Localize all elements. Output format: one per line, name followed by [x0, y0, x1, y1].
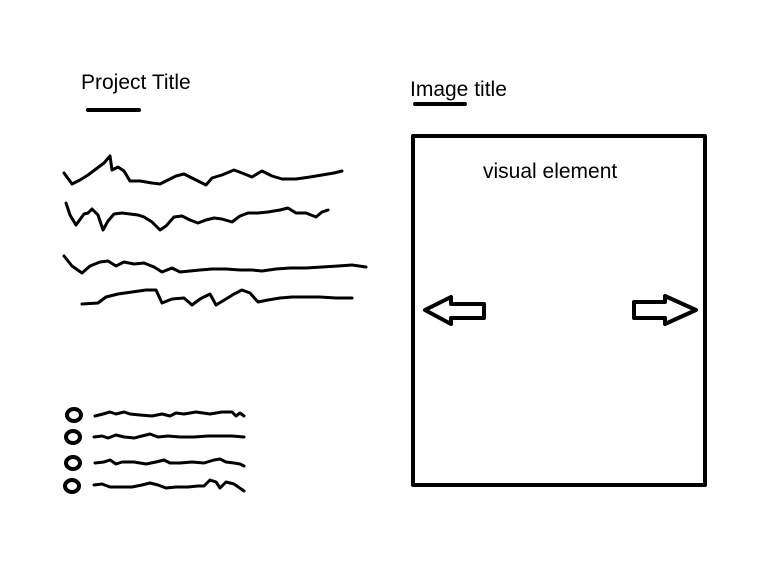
list-item	[65, 407, 246, 423]
list-item	[63, 478, 246, 494]
scribble-line	[62, 254, 368, 275]
circle-bullet-icon	[64, 455, 82, 471]
scribble-line	[80, 288, 354, 307]
list-item	[64, 429, 246, 445]
scribble-line	[62, 154, 344, 187]
circle-bullet-icon	[65, 407, 83, 423]
list-item	[64, 455, 246, 471]
scribbled-text-line	[93, 410, 246, 418]
description-scribble	[62, 154, 368, 307]
project-title: Project Title	[81, 71, 191, 94]
scribbled-text-line	[92, 432, 246, 440]
scribbled-text-line	[93, 457, 246, 468]
image-title: Image title	[410, 78, 507, 101]
arrow-right-icon[interactable]	[632, 294, 698, 326]
circle-bullet-icon	[64, 429, 82, 445]
arrow-left-icon[interactable]	[423, 295, 486, 326]
circle-bullet-icon	[63, 478, 81, 494]
scribbled-text-line	[92, 478, 246, 493]
scribble-line	[64, 201, 330, 232]
image-frame	[411, 134, 707, 487]
visual-element-label: visual element	[483, 160, 618, 183]
bullet-list	[63, 407, 246, 494]
